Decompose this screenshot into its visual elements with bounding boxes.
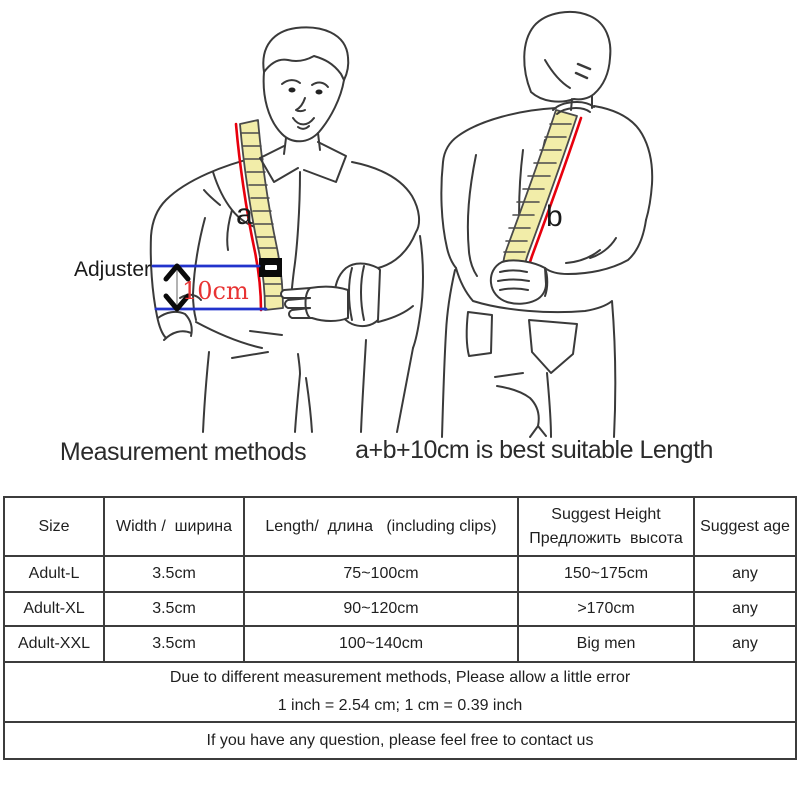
- cell-width: 3.5cm: [103, 625, 245, 663]
- front-right-eye: [315, 89, 323, 95]
- distance-label: 10cm: [182, 277, 249, 305]
- cell-length: 75~100cm: [243, 555, 519, 593]
- front-figure-illustration: Adjuster 10cm a: [74, 26, 424, 433]
- header-height-line2: Предложить высота: [529, 529, 683, 547]
- header-height-line1: Suggest Height: [551, 505, 661, 523]
- front-right-side: [412, 235, 424, 349]
- back-ear-marks: [574, 62, 592, 80]
- cell-size: Adult-XXL: [3, 625, 105, 663]
- strap-front-red-edge: [234, 122, 263, 312]
- back-pants: [441, 267, 617, 438]
- arrow-up-icon: [163, 263, 191, 282]
- back-hand-mitten: [489, 259, 547, 305]
- front-left-eye: [288, 87, 296, 93]
- front-left-inner-arm: [192, 217, 206, 321]
- note-cell: Due to different measurement methods, Pl…: [3, 661, 797, 723]
- caption-length-formula: a+b+10cm is best suitable Length: [355, 436, 713, 464]
- caption-measurement-methods: Measurement methods: [59, 438, 307, 466]
- back-left-inner: [466, 154, 478, 277]
- cell-age: any: [693, 555, 797, 593]
- header-height: Suggest Height Предложить высота: [517, 496, 695, 557]
- measurement-illustration: Adjuster 10cm a: [74, 10, 654, 438]
- front-collar: [259, 141, 347, 305]
- back-right-shoulder: [593, 105, 654, 221]
- front-eyebrows: [281, 79, 329, 88]
- table-note-row: Due to different measurement methods, Pl…: [3, 661, 797, 723]
- back-finger-lines: [497, 267, 549, 297]
- back-side-pocket: [465, 311, 493, 357]
- contact-cell: If you have any question, please feel fr…: [3, 721, 797, 760]
- cell-width: 3.5cm: [103, 555, 245, 593]
- front-right-hand: [280, 262, 381, 328]
- front-hair: [262, 26, 350, 81]
- strap-label-b: b: [546, 200, 563, 233]
- strap-label-a: a: [236, 198, 253, 231]
- cell-height: 150~175cm: [517, 555, 695, 593]
- back-pocket: [528, 319, 578, 374]
- cell-height: Big men: [517, 625, 695, 663]
- note-line1: Due to different measurement methods, Pl…: [169, 669, 631, 686]
- table-contact-row: If you have any question, please feel fr…: [3, 721, 797, 760]
- cell-size: Adult-L: [3, 555, 105, 593]
- back-hair: [523, 10, 612, 103]
- front-armpit-wrinkles: [203, 171, 259, 251]
- back-hairline: [544, 59, 571, 89]
- adjuster-buckle-slot: [265, 265, 277, 270]
- table-header-row: Size Width / ширина Length/ длина (inclu…: [3, 496, 797, 557]
- front-fingers: [280, 285, 349, 322]
- table-row: Adult-L 3.5cm 75~100cm 150~175cm any: [3, 555, 797, 593]
- cell-age: any: [693, 591, 797, 627]
- back-left-shoulder: [440, 107, 557, 269]
- size-table: Size Width / ширина Length/ длина (inclu…: [3, 496, 797, 760]
- front-face: [262, 71, 345, 143]
- cell-length: 90~120cm: [243, 591, 519, 627]
- strap-back-band: [502, 109, 578, 275]
- table-row: Adult-XXL 3.5cm 100~140cm Big men any: [3, 625, 797, 663]
- strap-front: [234, 119, 284, 312]
- header-size: Size: [3, 496, 105, 557]
- cell-size: Adult-XL: [3, 591, 105, 627]
- adjuster-label: Adjuster: [74, 258, 151, 281]
- back-collar: [552, 101, 595, 115]
- back-figure-illustration: b: [440, 10, 654, 438]
- arrow-down-icon: [163, 293, 191, 312]
- cell-length: 100~140cm: [243, 625, 519, 663]
- cell-height: >170cm: [517, 591, 695, 627]
- cell-age: any: [693, 625, 797, 663]
- note-line2: 1 inch = 2.54 cm; 1 cm = 0.39 inch: [277, 697, 523, 714]
- adjuster-annotation: Adjuster 10cm: [74, 258, 268, 312]
- strap-back: [502, 109, 583, 278]
- cell-width: 3.5cm: [103, 591, 245, 627]
- back-right-arm: [544, 219, 647, 275]
- front-finger-lines: [295, 287, 311, 319]
- front-right-arm: [351, 161, 421, 269]
- strap-back-segments: [503, 123, 572, 253]
- header-age: Suggest age: [693, 496, 797, 557]
- front-left-hand: [157, 293, 202, 341]
- front-nose: [295, 97, 306, 113]
- strap-front-segments: [240, 132, 284, 297]
- back-hand: [489, 259, 549, 305]
- header-length: Length/ длина (including clips): [243, 496, 519, 557]
- header-width: Width / ширина: [103, 496, 245, 557]
- table-row: Adult-XL 3.5cm 90~120cm >170cm any: [3, 591, 797, 627]
- front-left-arm: [149, 155, 263, 339]
- front-mouth: [292, 117, 315, 130]
